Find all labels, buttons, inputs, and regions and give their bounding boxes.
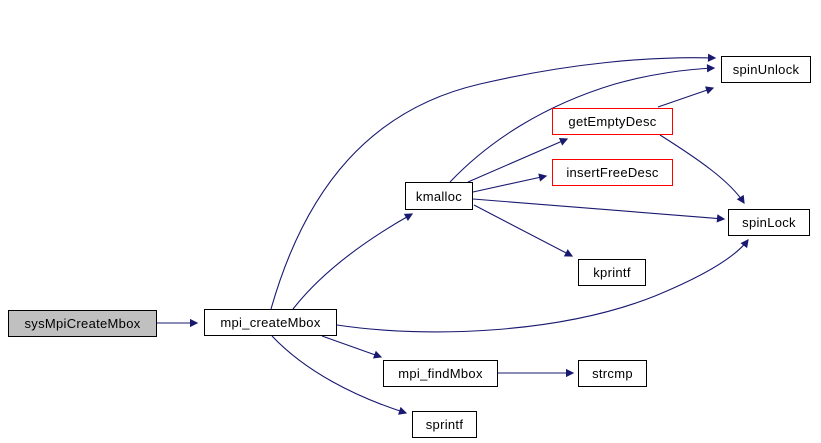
node-getEmptyDesc[interactable]: getEmptyDesc [552, 108, 673, 135]
edge-mpi_createMbox-to-mpi_findMbox [321, 335, 383, 359]
node-spinUnlock[interactable]: spinUnlock [721, 56, 811, 83]
edge-kmalloc-to-kprintf [473, 204, 574, 257]
node-kmalloc[interactable]: kmalloc [405, 182, 473, 210]
node-mpi_findMbox[interactable]: mpi_findMbox [383, 360, 498, 387]
node-mpi_createMbox[interactable]: mpi_createMbox [204, 309, 337, 336]
node-kprintf[interactable]: kprintf [578, 259, 646, 286]
node-sprintf[interactable]: sprintf [412, 411, 477, 438]
edge-mpi_createMbox-to-spinUnlock [270, 53, 717, 310]
edge-mpi_createMbox-to-kmalloc [292, 213, 414, 310]
edge-kmalloc-to-spinLock [472, 198, 726, 223]
node-spinLock[interactable]: spinLock [728, 209, 810, 236]
node-sysMpiCreateMbox: sysMpiCreateMbox [8, 310, 157, 337]
node-insertFreeDesc[interactable]: insertFreeDesc [552, 159, 673, 186]
edge-getEmptyDesc-to-spinUnlock [657, 86, 715, 108]
edge-kmalloc-to-getEmptyDesc [467, 138, 569, 183]
edge-getEmptyDesc-to-spinLock [659, 134, 745, 205]
edge-kmalloc-to-insertFreeDesc [472, 173, 548, 193]
edge-mpi_createMbox-to-sprintf [271, 335, 408, 415]
edge-kmalloc-to-spinUnlock [449, 64, 716, 183]
edge-mpi_createMbox-to-spinLock [336, 239, 749, 333]
node-strcmp[interactable]: strcmp [578, 360, 647, 387]
